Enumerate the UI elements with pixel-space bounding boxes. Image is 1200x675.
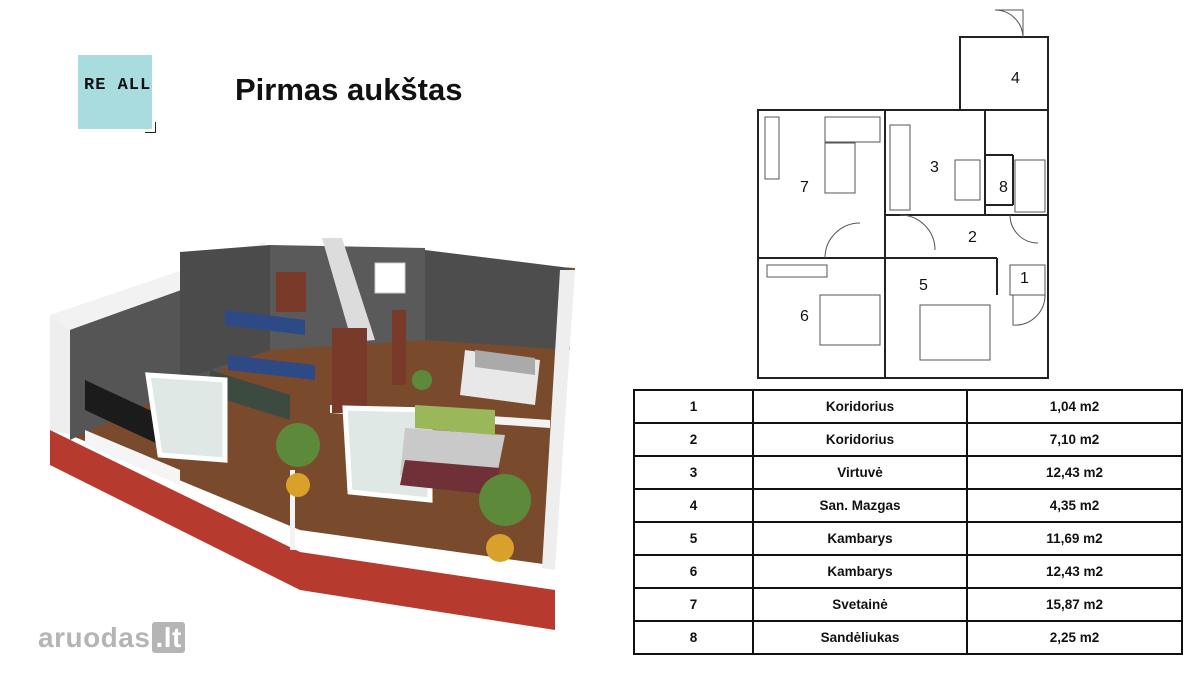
room-name: Sandėliukas (752, 620, 968, 655)
table-row: 2 Koridorius 7,10 m2 (633, 422, 1183, 457)
plan-label-3: 3 (930, 159, 939, 176)
room-name: Kambarys (752, 521, 968, 556)
room-number: 3 (633, 455, 754, 490)
table-row: 3 Virtuvė 12,43 m2 (633, 455, 1183, 490)
watermark: aruodas.lt (38, 622, 185, 654)
table-row: 8 Sandėliukas 2,25 m2 (633, 620, 1183, 655)
room-area: 7,10 m2 (966, 422, 1183, 457)
room-area: 12,43 m2 (966, 455, 1183, 490)
table-row: 6 Kambarys 12,43 m2 (633, 554, 1183, 589)
plan-label-1: 1 (1020, 270, 1029, 287)
room-number: 1 (633, 389, 754, 424)
table-row: 5 Kambarys 11,69 m2 (633, 521, 1183, 556)
table-row: 1 Koridorius 1,04 m2 (633, 389, 1183, 424)
plan-label-4: 4 (1011, 70, 1020, 87)
plan-label-7: 7 (800, 179, 809, 196)
room-area: 15,87 m2 (966, 587, 1183, 622)
room-name: San. Mazgas (752, 488, 968, 523)
room-number: 5 (633, 521, 754, 556)
watermark-text: aruodas (38, 622, 151, 653)
room-name: Koridorius (752, 389, 968, 424)
logo-text: RE ALL (84, 76, 152, 95)
room-number: 6 (633, 554, 754, 589)
plan-label-8: 8 (999, 179, 1008, 196)
room-number: 8 (633, 620, 754, 655)
floor-plan-3d-render (50, 238, 575, 630)
room-area: 11,69 m2 (966, 521, 1183, 556)
table-row: 7 Svetainė 15,87 m2 (633, 587, 1183, 622)
room-number: 7 (633, 587, 754, 622)
page-title: Pirmas aukštas (235, 72, 463, 107)
room-area: 4,35 m2 (966, 488, 1183, 523)
plan-label-6: 6 (800, 308, 809, 325)
room-number: 2 (633, 422, 754, 457)
room-name: Kambarys (752, 554, 968, 589)
plan-label-5: 5 (919, 277, 928, 294)
watermark-suffix: .lt (152, 622, 185, 653)
table-row: 4 San. Mazgas 4,35 m2 (633, 488, 1183, 523)
room-area: 2,25 m2 (966, 620, 1183, 655)
room-area: 12,43 m2 (966, 554, 1183, 589)
room-number: 4 (633, 488, 754, 523)
room-name: Koridorius (752, 422, 968, 457)
room-name: Virtuvė (752, 455, 968, 490)
brand-logo: RE ALL (78, 55, 156, 133)
plan-label-2: 2 (968, 229, 977, 246)
floor-plan-2d: 4 3 8 7 2 1 5 6 (757, 9, 1049, 379)
room-name: Svetainė (752, 587, 968, 622)
room-area: 1,04 m2 (966, 389, 1183, 424)
room-area-table: 1 Koridorius 1,04 m2 2 Koridorius 7,10 m… (633, 389, 1183, 655)
